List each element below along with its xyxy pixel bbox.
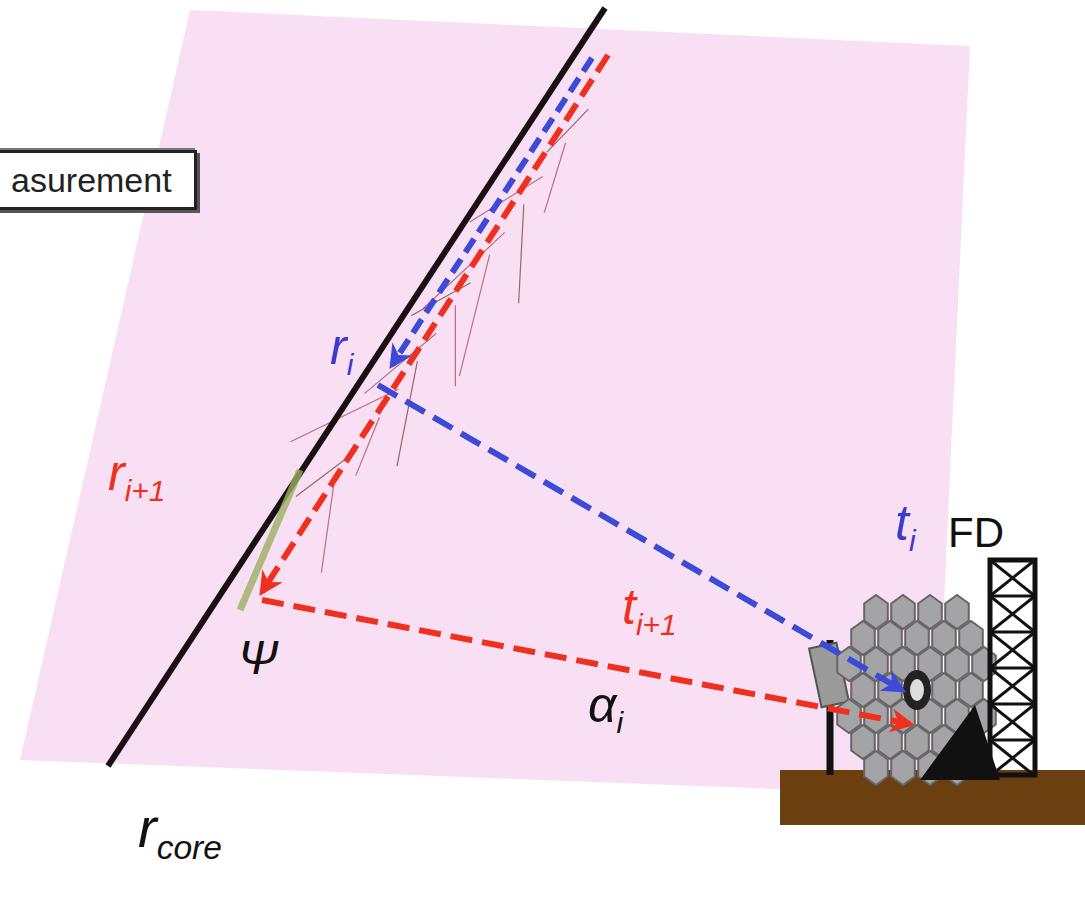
caption-box: asurement [0,150,197,210]
ri-arrow [392,58,592,365]
shower-core-segment [240,470,300,610]
ti1-arrow [262,600,910,724]
distance-label: ri+1 [108,448,166,506]
distance-label: ri [330,322,353,380]
fluorescence-telescope [780,560,1085,825]
distance-label: ti+1 [622,582,677,640]
telescope-label: FD [948,512,1004,554]
ri1-arrow [262,55,608,592]
shower-detector-plane [20,10,970,795]
ti-arrow [378,385,902,690]
box-text: asurement [11,163,186,197]
core-label: rcore [138,800,222,864]
distance-label: ti [895,498,916,556]
angle-label: Ψ [238,634,278,682]
angle-label: αi [588,680,623,738]
air-shower [291,109,589,572]
